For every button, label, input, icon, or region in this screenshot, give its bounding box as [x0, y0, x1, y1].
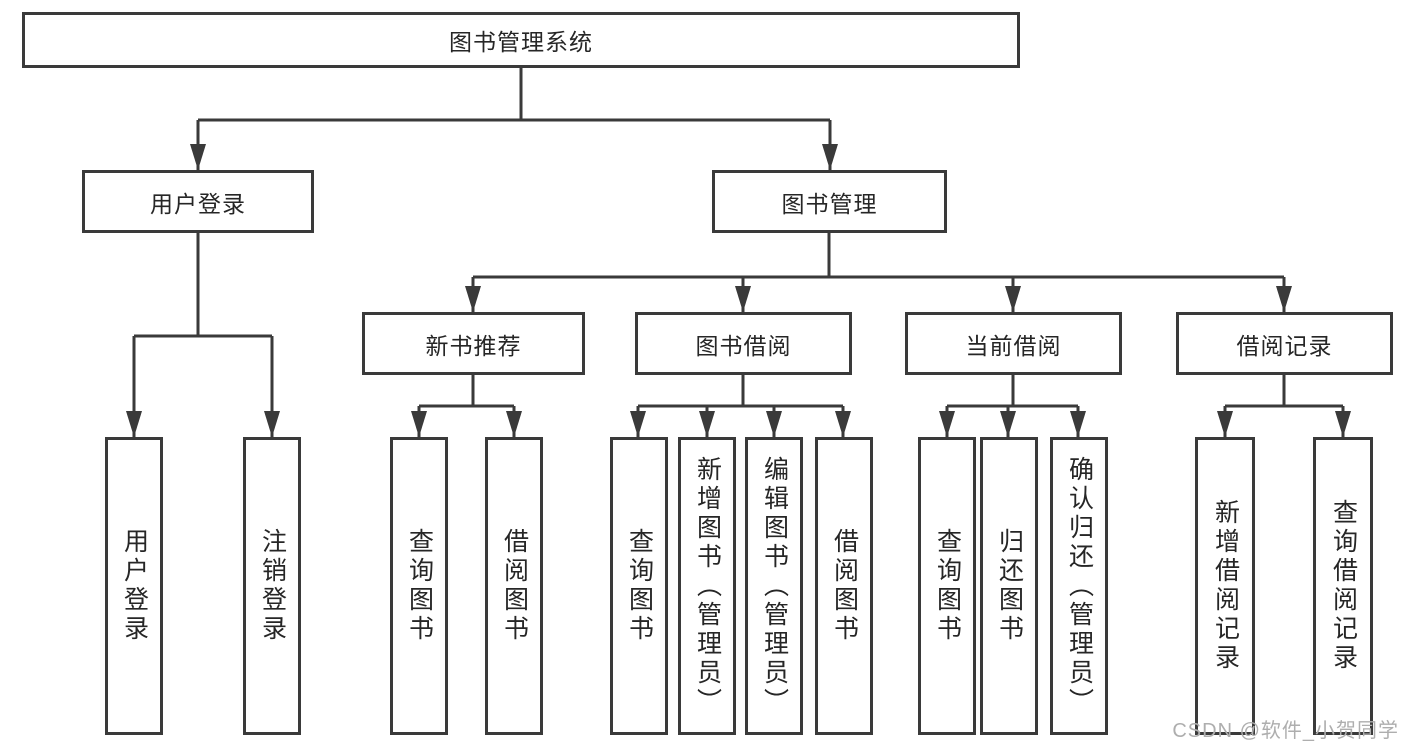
node-root: 图书管理系统 [22, 12, 1020, 68]
connector-mgmt-to-level3 [465, 233, 1292, 312]
leaf-return-books: 归还图书 [980, 437, 1038, 735]
leaf-query-books-current: 查询图书 [918, 437, 976, 735]
leaf-label: 新增图书（管理员） [693, 455, 722, 717]
csdn-watermark: CSDN @软件_小贺同学 [1172, 720, 1399, 742]
leaf-label: 借阅图书 [500, 528, 529, 644]
node-current-borrow: 当前借阅 [905, 312, 1122, 375]
connector-current-to-leaves [939, 375, 1086, 437]
leaf-borrow-books-recommend: 借阅图书 [485, 437, 543, 735]
leaf-borrow-books: 借阅图书 [815, 437, 873, 735]
leaf-label: 确认归还（管理员） [1065, 455, 1094, 717]
leaf-add-borrow-record: 新增借阅记录 [1195, 437, 1255, 735]
leaf-query-borrow-record: 查询借阅记录 [1313, 437, 1373, 735]
leaf-logout: 注销登录 [243, 437, 301, 735]
leaf-query-books-recommend: 查询图书 [390, 437, 448, 735]
connector-login-to-leaves [126, 233, 280, 437]
connector-root-to-level2 [190, 68, 838, 170]
leaf-label: 注销登录 [258, 528, 287, 644]
leaf-label: 查询图书 [405, 528, 434, 644]
leaf-add-book-admin: 新增图书（管理员） [678, 437, 736, 735]
leaf-query-books-borrow: 查询图书 [610, 437, 668, 735]
leaf-label: 查询图书 [933, 528, 962, 644]
leaf-user-login: 用户登录 [105, 437, 163, 735]
leaf-label: 新增借阅记录 [1211, 499, 1240, 673]
leaf-label: 编辑图书（管理员） [760, 455, 789, 717]
leaf-label: 归还图书 [995, 528, 1024, 644]
node-book-management: 图书管理 [712, 170, 947, 233]
connector-records-to-leaves [1217, 375, 1351, 437]
node-book-borrow: 图书借阅 [635, 312, 852, 375]
leaf-label: 用户登录 [120, 528, 149, 644]
node-new-book-recommend: 新书推荐 [362, 312, 585, 375]
connector-borrow-to-leaves [630, 375, 851, 437]
leaf-label: 查询图书 [625, 528, 654, 644]
node-borrow-records: 借阅记录 [1176, 312, 1393, 375]
connector-newbook-to-leaves [411, 375, 522, 437]
leaf-edit-book-admin: 编辑图书（管理员） [745, 437, 803, 735]
node-user-login: 用户登录 [82, 170, 314, 233]
leaf-label: 借阅图书 [830, 528, 859, 644]
leaf-confirm-return-admin: 确认归还（管理员） [1050, 437, 1108, 735]
leaf-label: 查询借阅记录 [1329, 499, 1358, 673]
